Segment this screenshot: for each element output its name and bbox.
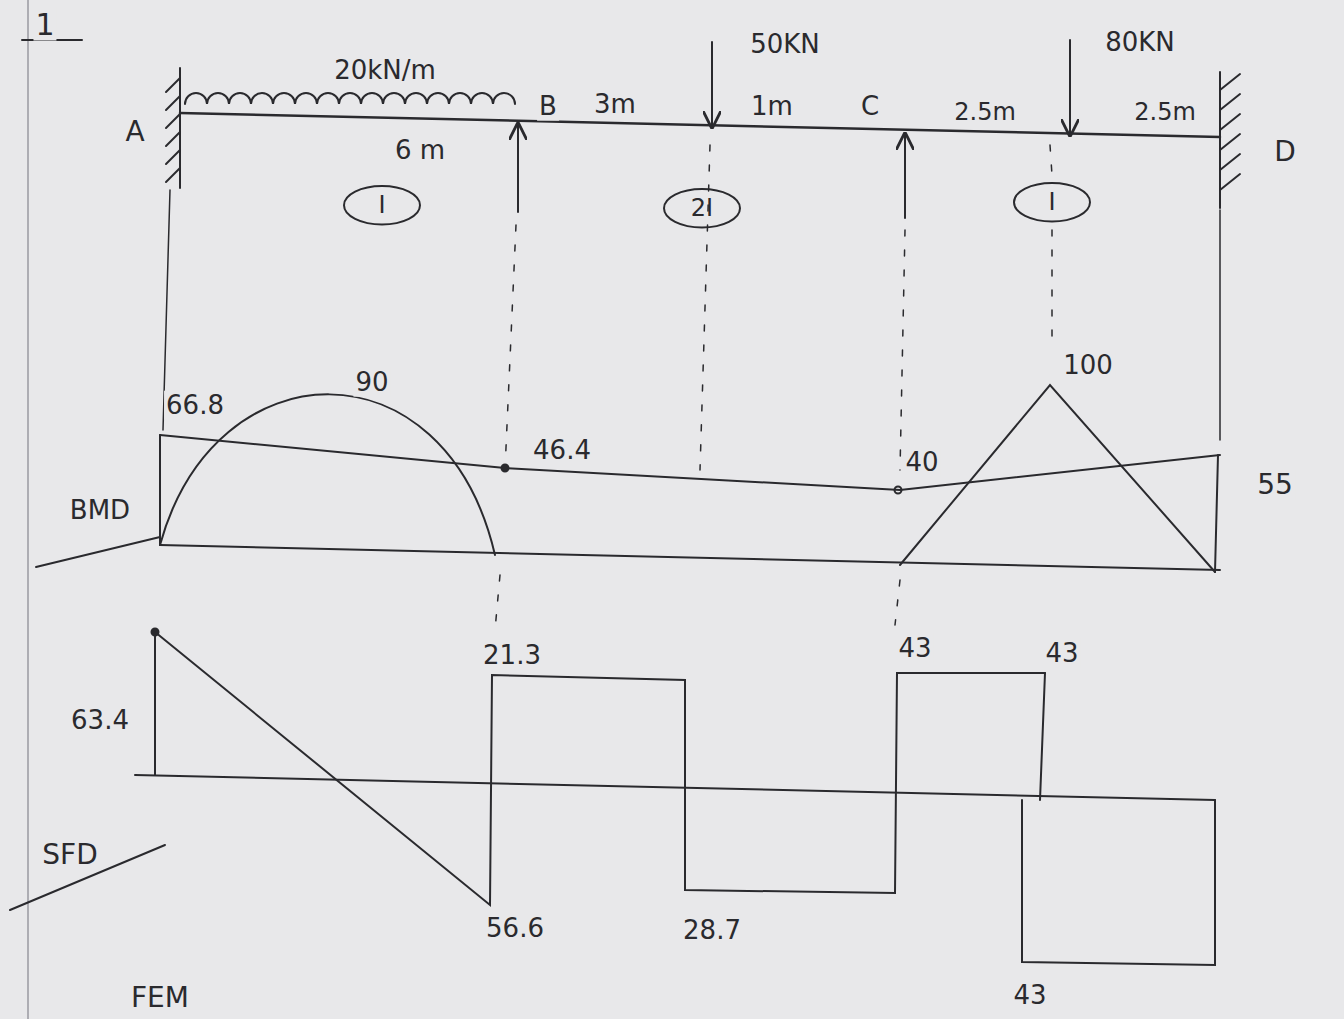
dimension: 6 m — [393, 136, 447, 165]
load-arrow — [711, 42, 713, 127]
support-letter: D — [1272, 137, 1298, 168]
shear-value: 21.3 — [481, 641, 543, 670]
shear-value: 43 — [896, 634, 933, 663]
load-value: 20kN/m — [332, 56, 438, 85]
load-value: 50KN — [748, 30, 822, 59]
shear-value: 63.4 — [69, 706, 131, 735]
section-label: 2I — [691, 195, 713, 221]
margin-line — [27, 0, 29, 1019]
shear-value: 28.7 — [681, 916, 743, 945]
fixed-support — [166, 68, 180, 188]
udl-symbol — [185, 93, 515, 104]
section-ellipse: I — [342, 184, 422, 226]
load-value: 80KN — [1103, 28, 1177, 57]
diagram-title: SFD — [40, 840, 99, 871]
shear-value: 43 — [1043, 639, 1080, 668]
dimension: 2.5m — [952, 99, 1018, 125]
reaction-arrow — [904, 134, 906, 218]
guide-line — [1219, 210, 1221, 440]
beam — [180, 113, 1220, 137]
moment-value: 55 — [1255, 470, 1295, 501]
diagram-title: BMD — [68, 496, 132, 525]
support-letter: C — [859, 92, 881, 121]
section-label: I — [378, 192, 385, 218]
dimension: 2.5m — [1132, 99, 1198, 125]
fixed-support — [1220, 72, 1240, 208]
dimension: 1m — [749, 92, 795, 121]
load-arrow — [1069, 40, 1071, 135]
moment-value: 46.4 — [531, 436, 593, 465]
moment-value: 40 — [903, 448, 940, 477]
dimension: 3m — [592, 90, 638, 119]
support-letter: A — [123, 117, 146, 148]
guide-line — [495, 145, 1052, 630]
support-letter: B — [537, 92, 559, 121]
moment-value: 100 — [1061, 351, 1115, 380]
problem-number: 1 — [33, 8, 56, 41]
note: FEM — [129, 983, 191, 1014]
section-ellipse: 2I — [662, 187, 742, 229]
bending-moment-diagram — [36, 385, 1220, 572]
shear-force-diagram — [10, 629, 1215, 966]
section-ellipse: I — [1012, 181, 1092, 223]
section-label: I — [1048, 189, 1055, 215]
moment-value: 90 — [353, 368, 390, 397]
shear-value: 56.6 — [484, 914, 546, 943]
moment-value: 66.8 — [164, 391, 226, 420]
reaction-arrow — [517, 124, 519, 212]
shear-value: 43 — [1011, 981, 1048, 1010]
